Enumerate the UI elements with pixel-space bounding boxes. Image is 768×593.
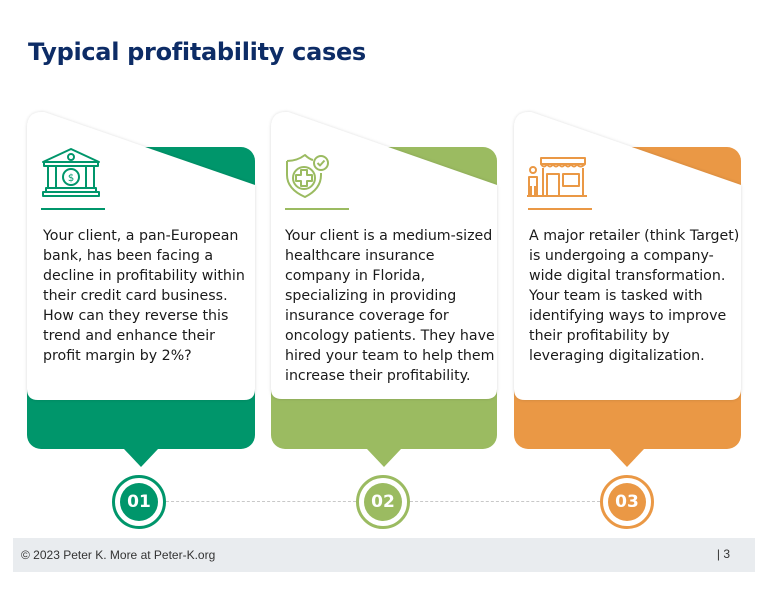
retail-store-icon (527, 157, 587, 197)
case-2-number-badge: 02 (356, 475, 410, 529)
copyright-text: © 2023 Peter K. More at Peter-K.org (21, 548, 216, 562)
bank-icon: $ (42, 148, 100, 197)
case-2-white-panel (271, 111, 497, 399)
case-2-description: Your client is a medium-sized healthcare… (285, 228, 495, 384)
case-3-white-panel (514, 111, 741, 400)
page-number: | 3 (716, 547, 730, 561)
case-3-pointer (610, 449, 644, 467)
case-1-description: Your client, a pan-European bank, has be… (43, 228, 245, 364)
case-1-divider (41, 208, 105, 210)
footer-bar: © 2023 Peter K. More at Peter-K.org | 3 (13, 538, 755, 572)
page-title: Typical profitability cases (28, 38, 366, 66)
case-2-pointer (367, 449, 401, 467)
case-1-pointer (124, 449, 158, 467)
case-3-description: A major retailer (think Target) is under… (529, 228, 740, 364)
svg-text:$: $ (68, 173, 74, 184)
case-2-divider (285, 208, 349, 210)
case-1-number-badge: 01 (112, 475, 166, 529)
health-shield-icon (286, 154, 329, 198)
case-1-white-panel (27, 111, 255, 400)
timeline-connector-1-2 (166, 501, 356, 502)
case-3-divider (528, 208, 592, 210)
timeline-connector-2-3 (410, 501, 600, 502)
case-3-number-badge: 03 (600, 475, 654, 529)
